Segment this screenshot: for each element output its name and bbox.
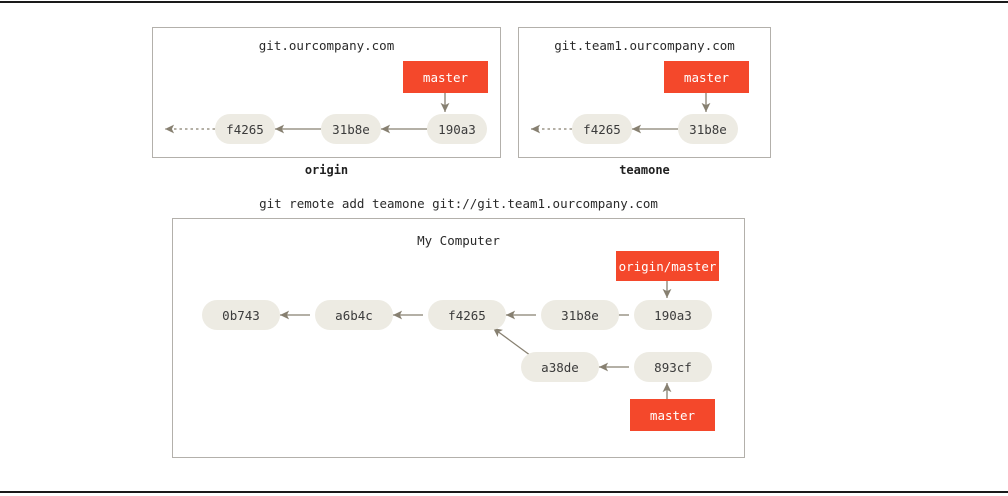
panel-teamone-title: git.team1.ourcompany.com [554,38,735,53]
panel-origin-caption: origin [304,163,349,177]
commit-node: 31b8e [321,114,381,144]
commit-label: f4265 [226,121,264,137]
commit-node: a6b4c [315,300,393,330]
commit-node: 190a3 [634,300,712,330]
commit-label: f4265 [448,307,486,323]
commit-node: f4265 [428,300,506,330]
ref-label-master: master [630,399,715,431]
commit-label: f4265 [583,121,621,137]
commit-label: 31b8e [689,121,727,137]
commit-label: 31b8e [332,121,370,137]
commit-node: 893cf [634,352,712,382]
panel-my-computer-title: My Computer [417,233,500,248]
panel-origin-title: git.ourcompany.com [258,38,395,53]
commit-node: 31b8e [541,300,619,330]
panel-my-computer: My Computer 0b743 a6b4c f4265 31b8e [172,218,745,458]
commit-node: 31b8e [678,114,738,144]
ref-label-master: master [403,61,488,93]
ref-label-text: origin/master [618,258,717,274]
panel-teamone-caption: teamone [619,163,670,177]
commit-label: a38de [541,359,579,375]
command-caption: git remote add teamone git://git.team1.o… [259,196,658,211]
commit-label: 190a3 [438,121,476,137]
commit-label: 893cf [654,359,692,375]
commit-node: f4265 [572,114,632,144]
ref-label-text: master [422,69,469,85]
ref-label-master: master [664,61,749,93]
commit-label: a6b4c [335,307,373,323]
commit-label: 190a3 [654,307,692,323]
commit-node: 0b743 [202,300,280,330]
ref-label-text: master [683,69,730,85]
panel-teamone: git.team1.ourcompany.com f4265 31b8e mas… [518,27,771,158]
commit-node: 190a3 [427,114,487,144]
commit-node: f4265 [215,114,275,144]
page-rule-bottom [0,491,1008,493]
commit-label: 0b743 [222,307,260,323]
commit-node: a38de [521,352,599,382]
page-rule-top [0,1,1008,3]
commit-label: 31b8e [561,307,599,323]
panel-origin: git.ourcompany.com f4265 31b8e 190a3 mas… [152,27,501,158]
ref-label-text: master [649,407,696,423]
ref-label-origin-master: origin/master [616,251,719,281]
